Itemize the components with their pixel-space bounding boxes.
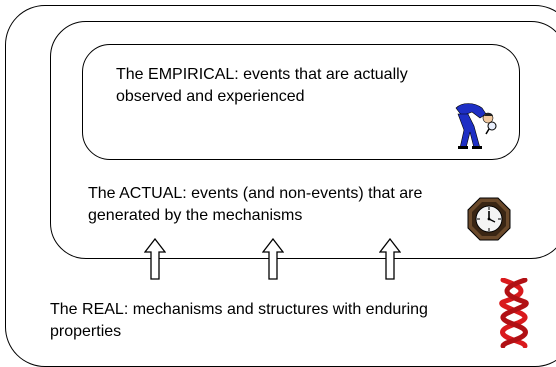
up-arrow-icon bbox=[379, 238, 401, 280]
real-label: The REAL: mechanisms and structures with… bbox=[50, 301, 428, 340]
empirical-label: The EMPIRICAL: events that are actually … bbox=[116, 66, 408, 105]
up-arrow-icon bbox=[262, 238, 284, 280]
observer-icon bbox=[455, 103, 497, 149]
actual-label: The ACTUAL: events (and non-events) that… bbox=[88, 185, 423, 224]
dna-helix-icon bbox=[499, 278, 529, 348]
up-arrow-icon bbox=[144, 238, 166, 280]
empirical-layer-box bbox=[82, 44, 520, 160]
clock-icon bbox=[467, 197, 511, 241]
